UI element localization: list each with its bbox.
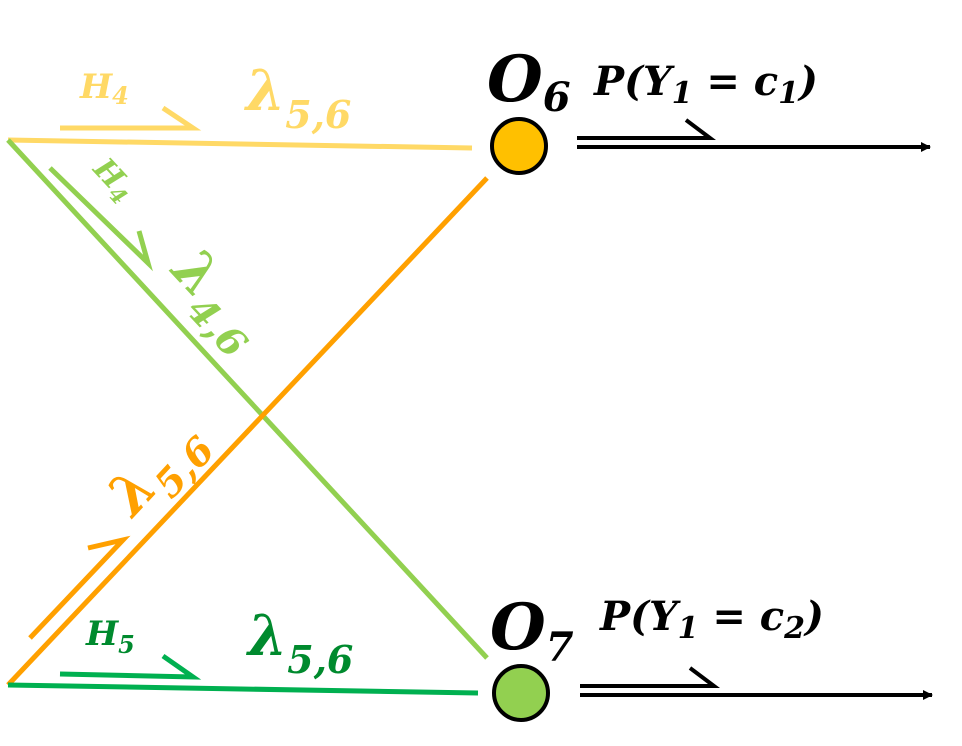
edge-bottom-green — [7, 682, 479, 696]
output-label-o6: P(Y1 = c1) — [593, 58, 818, 111]
label-h4-diag: H4 — [83, 151, 142, 210]
half-arrow-top-yellow — [60, 105, 202, 131]
half-arrow-output-o6 — [577, 118, 716, 140]
half-arrow-output-o7 — [580, 666, 720, 688]
label-lambda-top: λ5,6 — [244, 58, 351, 137]
node-o7 — [492, 664, 550, 722]
edge-diag-orange — [6, 176, 489, 687]
node-o6-label: O6 — [487, 42, 571, 121]
half-arrow-diag-green — [48, 166, 153, 272]
label-lambda-diag-orange: λ5,6 — [94, 405, 224, 536]
output-label-o7: P(Y1 = c2) — [599, 593, 824, 646]
label-h5-bottom: H5 — [85, 614, 135, 659]
label-lambda-bottom: λ5,6 — [246, 603, 353, 682]
half-arrow-diag-orange — [28, 535, 131, 640]
half-arrow-bottom-green — [59, 653, 202, 680]
node-o6 — [490, 117, 548, 175]
edge-top-yellow — [7, 137, 473, 151]
node-o7-label: O7 — [490, 590, 574, 671]
label-lambda-diag-green: λ4,6 — [150, 235, 280, 366]
edge-diag-green — [6, 138, 489, 660]
label-h4-top: H4 — [79, 67, 129, 110]
